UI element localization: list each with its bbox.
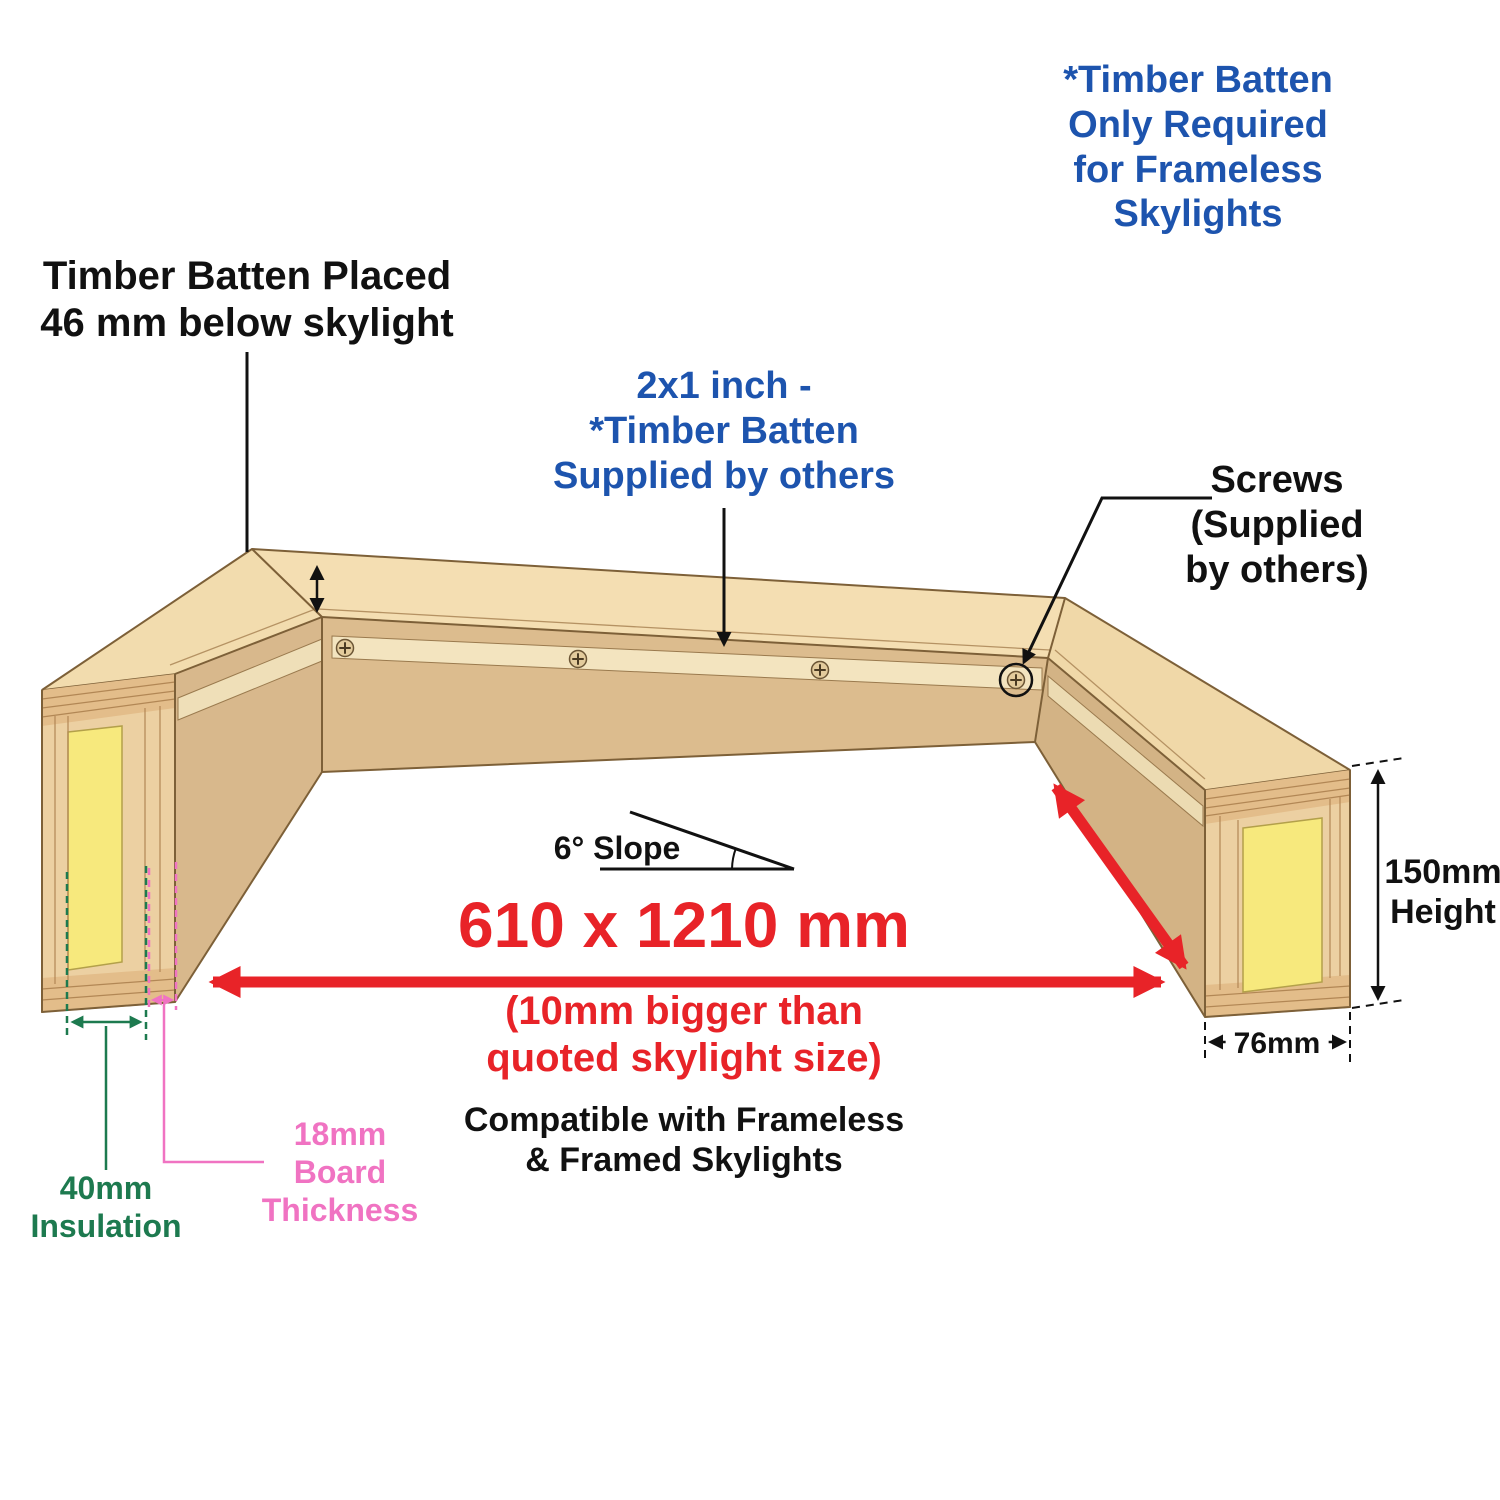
compatibility-label: Compatible with Frameless & Framed Skyli…	[463, 1101, 905, 1180]
plywood-edge-band-bottom	[1205, 975, 1350, 1017]
width-label: 76mm	[1225, 1026, 1329, 1062]
rim-laminate-lines	[169, 607, 1206, 780]
insulation-label: 40mm Insulation	[30, 1170, 182, 1244]
plywood-stripes	[41, 978, 176, 1001]
slope-triangle	[600, 810, 795, 871]
upstand-structure	[41, 548, 1351, 1018]
back-wall-top-rim	[252, 549, 1065, 658]
slope-label: 6° Slope	[553, 830, 681, 866]
left-insulation	[67, 725, 123, 971]
plywood-stripes	[1204, 985, 1351, 1008]
board-thickness-label: 18mm Board Thickness	[261, 1116, 419, 1228]
red-dimension-arrows	[208, 783, 1189, 998]
height-dimension	[1351, 757, 1405, 1009]
right-wall-top-rim	[1048, 598, 1350, 790]
right-end-section	[1204, 769, 1351, 1018]
batten-spec-label: 2x1 inch - *Timber Batten Supplied by ot…	[552, 365, 896, 497]
structure-edges	[41, 548, 1351, 1018]
opening-size-note-label: (10mm bigger than quoted skylight size)	[486, 989, 882, 1081]
screw	[568, 649, 588, 669]
screw-highlight-circle	[998, 662, 1034, 698]
right-insulation	[1242, 817, 1323, 993]
screw	[335, 638, 355, 658]
left-wall-inner-face	[175, 617, 322, 1002]
screws-label: Screws (Supplied by others)	[1185, 459, 1369, 591]
screw	[1006, 670, 1026, 690]
frameless-note-label: *Timber Batten Only Required for Framele…	[1063, 59, 1333, 236]
screws-callout-line	[1022, 496, 1212, 665]
plywood-stripes	[1204, 778, 1351, 817]
insulation-dimension	[65, 866, 148, 1170]
plywood-edge-band-bottom	[42, 968, 175, 1012]
left-end-section	[41, 673, 176, 1013]
board-boundaries	[1219, 796, 1341, 990]
plywood-stripes	[41, 681, 176, 718]
batten-screws	[335, 638, 1026, 690]
batten-placement-label: Timber Batten Placed 46 mm below skyligh…	[40, 254, 454, 346]
left-wall-top-rim	[42, 549, 322, 690]
screw	[810, 660, 830, 680]
opening-size-label: 610 x 1210 mm	[458, 889, 910, 961]
height-label: 150mm Height	[1384, 853, 1500, 932]
board-dimension	[147, 862, 264, 1164]
batten-back	[331, 635, 1043, 691]
red-diagonal-arrow	[1051, 783, 1189, 970]
